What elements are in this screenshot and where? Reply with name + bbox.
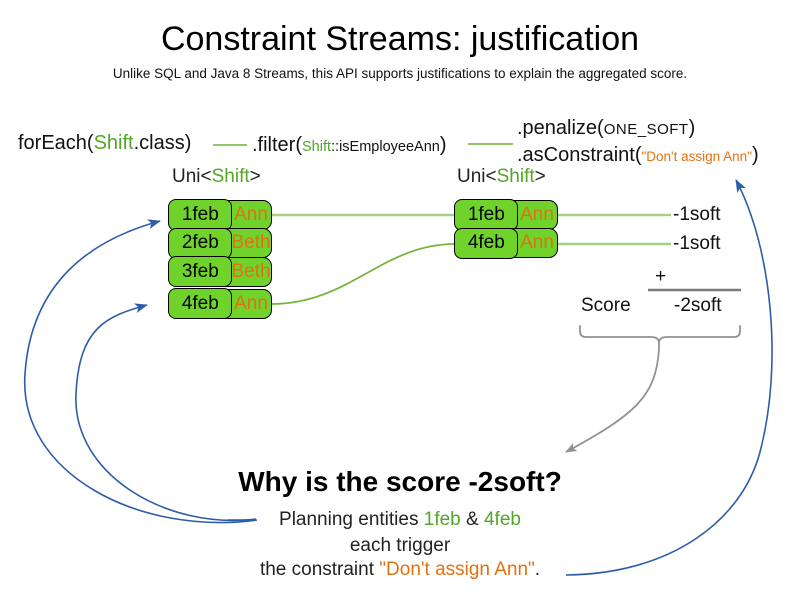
table-row: 1feb Ann (454, 199, 558, 231)
shift-date-cell: 3feb (168, 255, 233, 288)
shift-employee-cell: Ann (520, 204, 554, 225)
code-penalize: .penalize(ONE_SOFT) (517, 117, 695, 140)
code-asconstraint-arg: "Don't assign Ann" (641, 149, 752, 164)
score-label: Score (581, 295, 631, 316)
code-asconstraint: .asConstraint("Don't assign Ann") (517, 144, 759, 167)
stream-type-right-post: > (534, 166, 546, 187)
shift-employee-cell: Ann (234, 292, 268, 314)
code-asconstraint-pre: .asConstraint( (517, 144, 642, 166)
code-penalize-pre: .penalize( (517, 117, 604, 139)
why-entity-b: 4feb (483, 509, 521, 530)
shift-date-cell: 4feb (454, 227, 519, 259)
table-row: 2feb Beth (168, 227, 272, 259)
code-foreach-pre: forEach( (18, 132, 94, 154)
stream-type-right: Uni<Shift> (457, 166, 546, 188)
why-line-1: Planning entities 1feb & 4feb (0, 509, 800, 531)
stream-curve-4feb (270, 243, 456, 305)
code-foreach-class: Shift (93, 132, 134, 154)
why-line-3: the constraint "Don't assign Ann". (0, 559, 800, 581)
row-score-1: -1soft (673, 204, 721, 225)
page-title: Constraint Streams: justification (160, 20, 640, 58)
code-foreach: forEach(Shift.class) (18, 132, 191, 155)
stream-type-left-pre: Uni< (172, 166, 212, 187)
why-headline: Why is the score -2soft? (238, 466, 562, 497)
why-line1-pre: Planning entities (279, 509, 424, 530)
why-line1-mid: & (460, 509, 484, 530)
row-score-2: -1soft (673, 233, 721, 254)
why-line3-pre: the constraint (259, 559, 380, 580)
table-row: 1feb Ann (168, 199, 272, 231)
table-row: 3feb Beth (168, 255, 272, 288)
left-shift-table: 1feb Ann 2feb Beth 3feb Beth 4feb Ann (168, 199, 272, 320)
plus-sign: + (655, 266, 667, 287)
score-to-why-arrow (565, 348, 660, 453)
why-line3-post: . (534, 559, 541, 580)
code-filter-arg-method: ::isEmployeeAnn (331, 139, 440, 155)
shift-employee-cell: Ann (234, 204, 268, 225)
score-bracket (579, 325, 741, 350)
shift-date-cell: 1feb (454, 199, 519, 231)
shift-date-cell: 2feb (168, 227, 233, 259)
why-constraint-name: "Don't assign Ann" (379, 559, 535, 580)
code-penalize-post: ) (688, 117, 696, 139)
why-entity-a: 1feb (423, 509, 461, 530)
shift-employee-cell: Beth (231, 260, 271, 282)
shift-date-cell: 4feb (168, 287, 233, 320)
why-line-2: each trigger (349, 535, 451, 556)
page-subtitle: Unlike SQL and Java 8 Streams, this API … (112, 66, 688, 81)
code-filter-arg-class: Shift (302, 139, 332, 155)
score-total: -2soft (674, 295, 722, 316)
code-asconstraint-post: ) (751, 144, 759, 166)
code-penalize-arg: ONE_SOFT (603, 121, 689, 138)
stream-type-left-class: Shift (211, 166, 250, 187)
stream-type-left-post: > (249, 166, 261, 187)
code-filter-post: ) (439, 134, 447, 156)
stream-type-right-pre: Uni< (457, 166, 497, 187)
code-filter: .filter(Shift::isEmployeeAnn) (252, 134, 447, 157)
shift-employee-cell: Beth (231, 232, 271, 254)
code-foreach-post: .class) (133, 132, 192, 154)
table-row: 4feb Ann (168, 287, 272, 320)
code-filter-pre: .filter( (252, 134, 302, 156)
filtered-shift-table: 1feb Ann 4feb Ann (454, 199, 558, 259)
stream-type-right-class: Shift (496, 166, 535, 187)
table-row: 4feb Ann (454, 227, 558, 259)
stream-type-left: Uni<Shift> (172, 166, 261, 188)
shift-date-cell: 1feb (168, 199, 233, 231)
shift-employee-cell: Ann (520, 232, 554, 254)
